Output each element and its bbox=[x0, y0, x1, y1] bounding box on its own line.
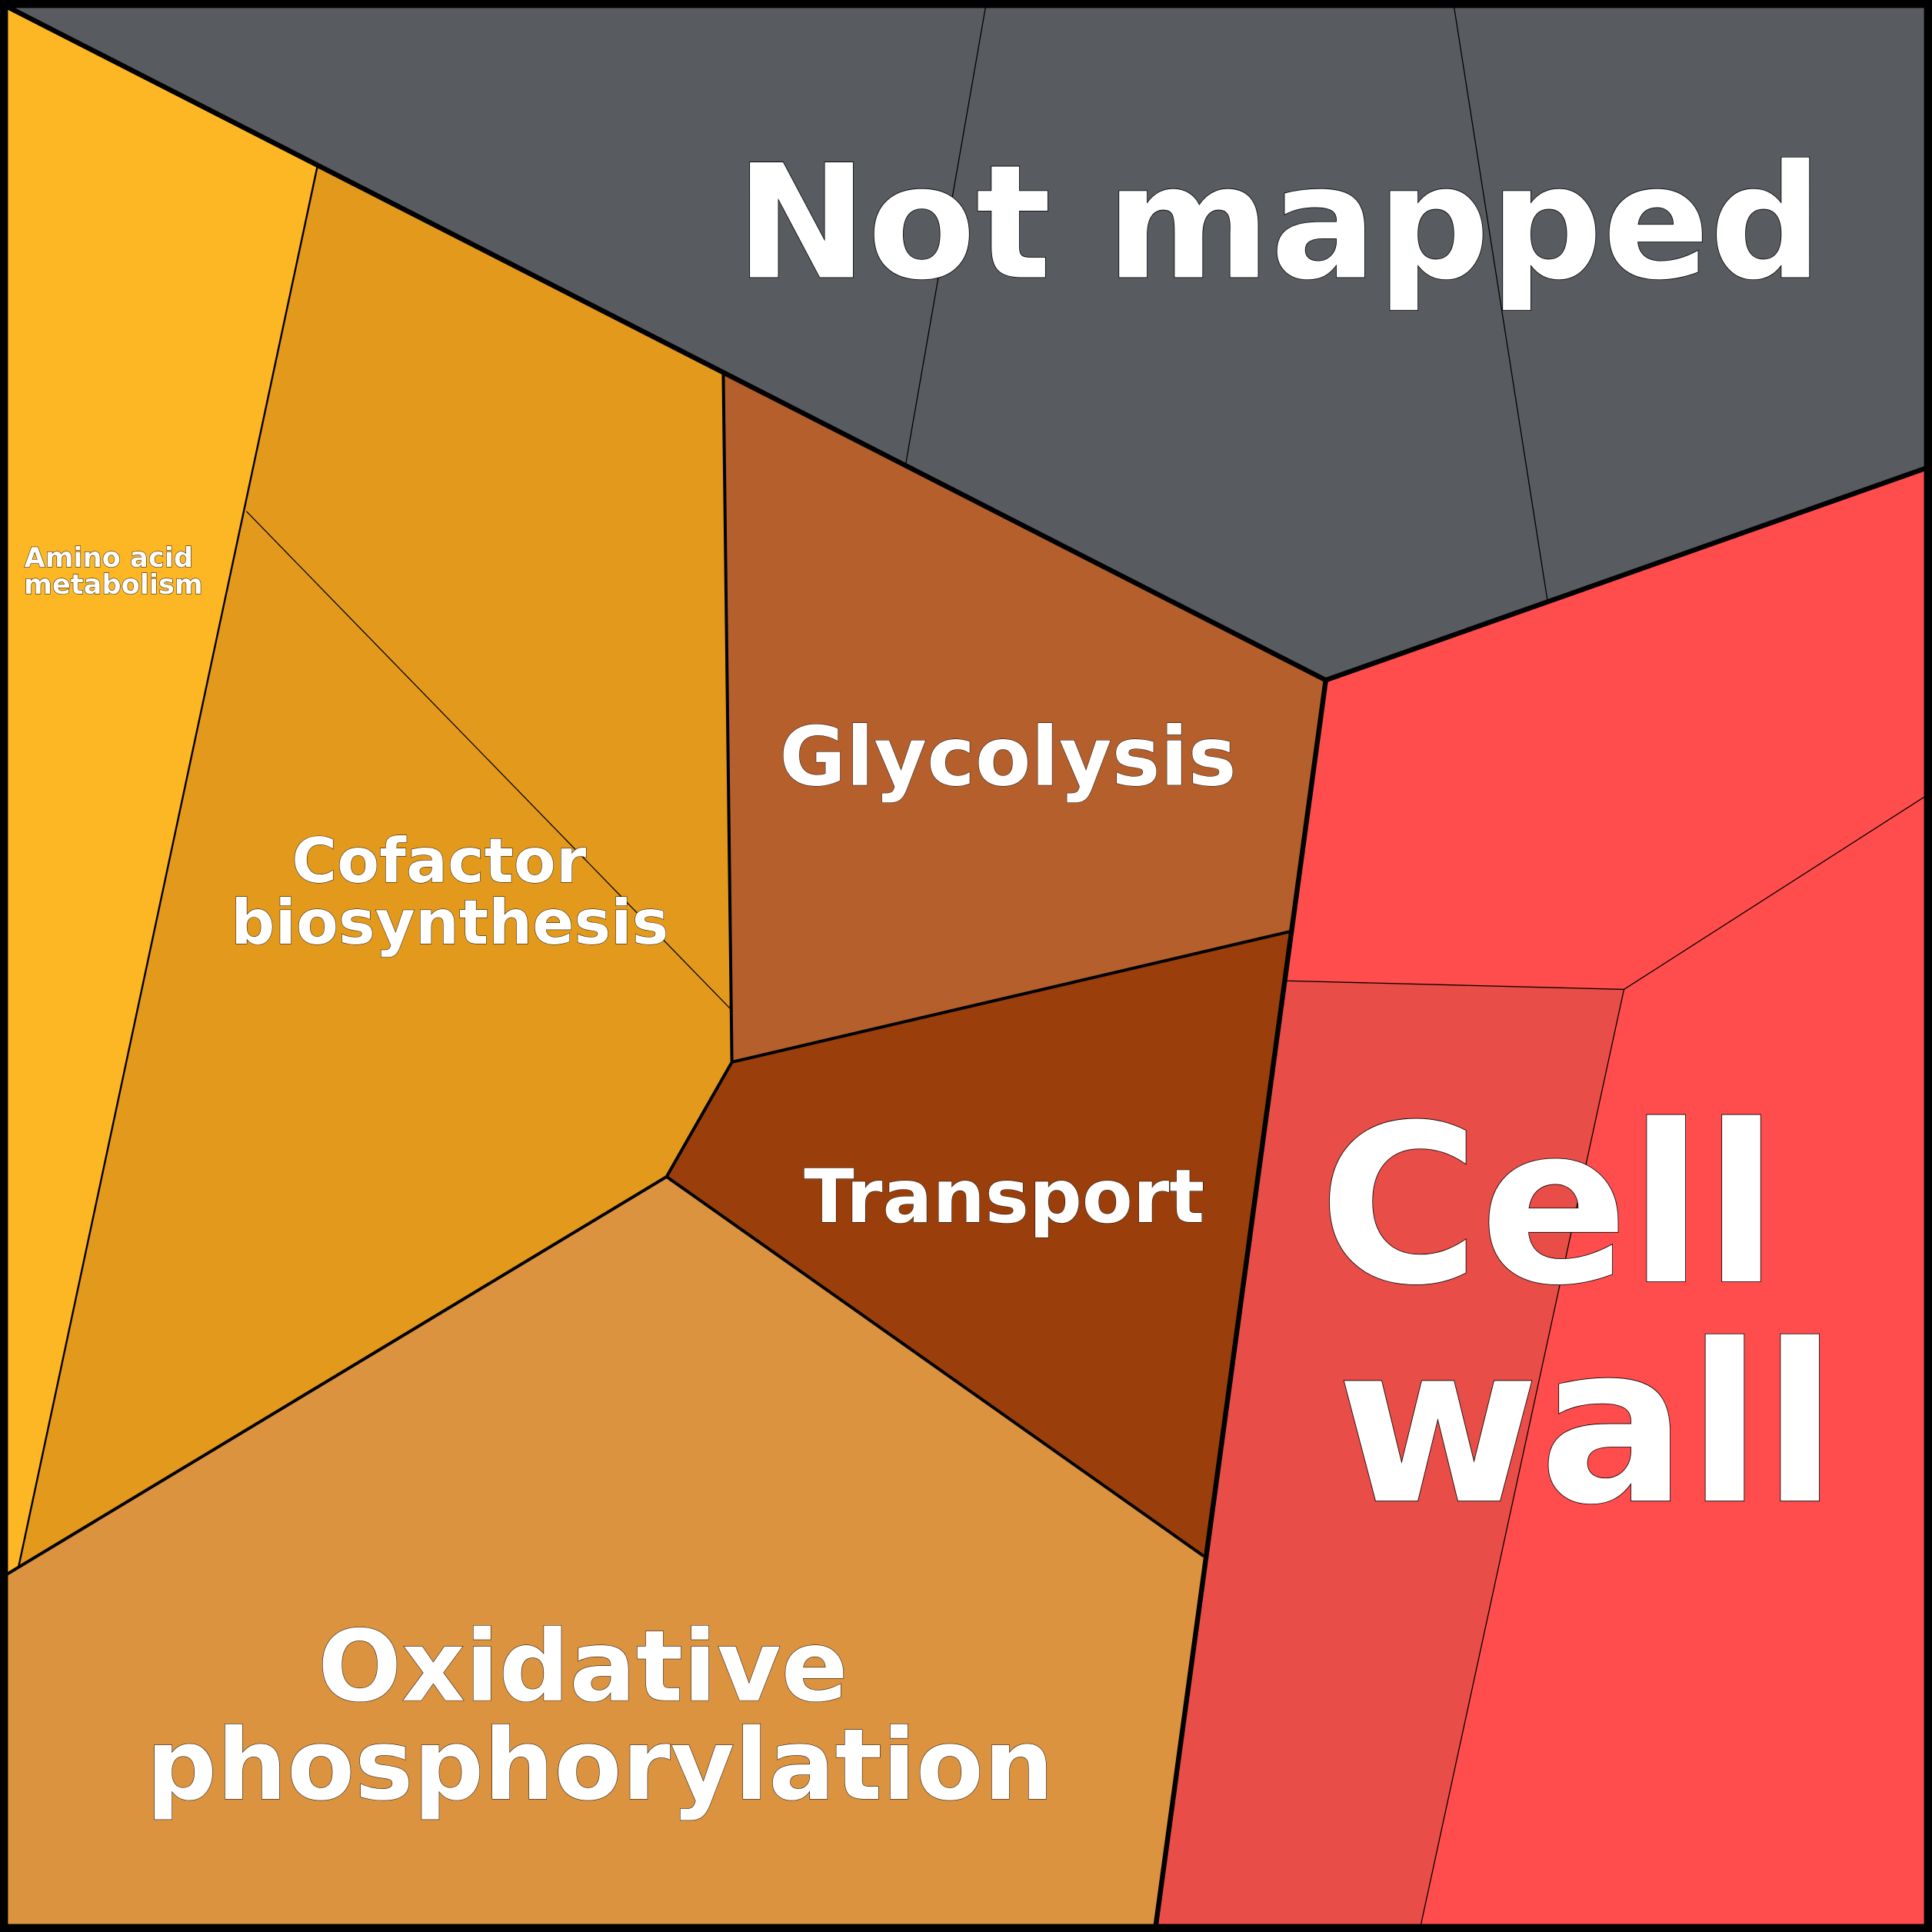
label-transport: Transport bbox=[804, 1154, 1204, 1240]
label-cell-wall-line2: wall bbox=[1337, 1297, 1837, 1553]
cell-cofactor[interactable] bbox=[6, 164, 732, 1575]
cell-glycolysis[interactable] bbox=[723, 371, 1326, 1062]
label-oxidative-line2: phosphorylation bbox=[146, 1708, 1054, 1823]
cell-oxidative[interactable] bbox=[6, 1176, 1204, 1926]
label-amino-acid-line2: metabolism bbox=[24, 569, 203, 601]
label-cofactor-line2: biosynthesis bbox=[231, 887, 668, 958]
cell-not-mapped[interactable] bbox=[6, 6, 1926, 681]
label-cell-wall: Cell wall bbox=[1319, 1078, 1855, 1553]
label-cofactor-line1: Cofactor bbox=[291, 825, 586, 897]
cell-transport[interactable] bbox=[666, 931, 1291, 1557]
label-cofactor: Cofactor biosynthesis bbox=[231, 825, 668, 958]
label-cell-wall-line1: Cell bbox=[1319, 1078, 1779, 1334]
label-not-mapped: Not mapped bbox=[735, 132, 1822, 315]
label-glycolysis: Glycolysis bbox=[779, 709, 1236, 804]
cell-cell-wall-sub[interactable] bbox=[1155, 981, 1624, 1926]
label-amino-acid-line1: Amino acid bbox=[24, 542, 193, 574]
cell-amino-acid[interactable] bbox=[6, 6, 318, 1575]
label-oxidative-line1: Oxidative bbox=[318, 1610, 848, 1724]
label-oxidative: Oxidative phosphorylation bbox=[146, 1610, 1054, 1823]
label-amino-acid: Amino acid metabolism bbox=[24, 542, 203, 601]
